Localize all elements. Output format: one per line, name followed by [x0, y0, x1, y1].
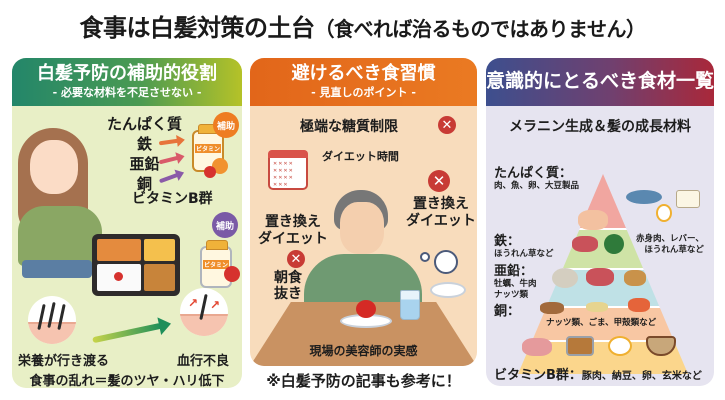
diet-disorder-note: 食事の乱れ＝髪のツヤ・ハリ低下 — [29, 374, 225, 388]
nutrient-list: たんぱく質 鉄 亜鉛 銅 — [107, 114, 182, 194]
water-glass-icon — [400, 290, 420, 320]
nourished-label: 栄養が行き渡る — [18, 354, 110, 369]
section-vitamin-b-desc: 豚肉、納豆、卵、玄米など — [581, 371, 702, 382]
bento-box-illustration — [92, 234, 180, 296]
section-copper-label: 銅： — [494, 304, 521, 319]
x-icon: ✕ — [287, 250, 305, 268]
spinach-icon — [604, 234, 624, 254]
panel-mid-title: 避けるべき食習慣 — [291, 63, 436, 84]
tofu-icon — [676, 190, 700, 208]
egg-icon — [656, 204, 672, 222]
section-iron-right: 赤身肉、レバー、 ほうれん草など — [636, 234, 704, 255]
poor-circulation-label: 血行不良 — [177, 354, 230, 369]
nutrient-iron: 鉄 — [137, 135, 153, 153]
nuts-icon — [624, 270, 646, 286]
panel-mid-subtitle: - 見直しのポイント - — [311, 86, 416, 99]
fruit-icon — [204, 166, 216, 178]
section-iron-desc: ほうれん草など — [494, 249, 554, 259]
shrimp-icon — [628, 298, 650, 312]
chicken-icon — [578, 210, 608, 230]
vitamin-b-label: ビタミンB群 — [132, 191, 213, 207]
extreme-carb-restriction-label: 極端な糖質制限 — [300, 119, 398, 135]
section-iron-label: 鉄： — [494, 234, 521, 249]
section-protein-desc: 肉、魚、卵、大豆製品 — [494, 181, 580, 191]
apple-icon — [356, 300, 376, 318]
section-copper: 銅： — [494, 300, 520, 319]
brown-rice-icon — [646, 336, 676, 356]
nutrient-copper: 銅 — [137, 175, 153, 193]
badge-supplement-orange: 補助 — [213, 112, 239, 138]
panel-left-subtitle: - 必要な材料を不足させない - — [52, 86, 202, 99]
transition-arrow-icon — [92, 322, 162, 344]
section-vitamin-b-label: ビタミンB群： — [494, 368, 582, 383]
section-vitamin-b: ビタミンB群：豚肉、納豆、卵、玄米など — [494, 364, 702, 383]
healthy-hair-icon — [28, 296, 76, 344]
panel-right-header: 意識的にとるべき食材一覧 — [486, 58, 714, 106]
section-copper-desc: ナッツ類、ごま、甲殻類など — [546, 318, 657, 328]
section-zinc-label: 亜鉛： — [494, 264, 534, 279]
skip-breakfast-label: 朝食 抜き — [274, 270, 302, 302]
section-iron: 鉄： ほうれん草など — [494, 230, 554, 260]
page-title: 食事は白髪対策の土台（食べれば治るものではありません） — [0, 8, 725, 43]
clock-icon — [420, 252, 430, 262]
diet-period-label: ダイエット時間 — [322, 150, 399, 163]
calendar-icon: ✕✕✕✕ ✕✕✕✕ ✕✕✕✕ ✕✕✕ — [268, 150, 308, 190]
replacement-diet-left: 置き換え ダイエット — [258, 214, 328, 247]
apple-icon — [224, 266, 240, 282]
x-icon: ✕ — [428, 170, 450, 192]
empty-plate-icon — [430, 282, 466, 298]
nutrient-zinc: 亜鉛 — [129, 155, 160, 173]
section-zinc: 亜鉛： 牡蠣、牛肉 ナッツ類 — [494, 260, 537, 301]
panel-habits-to-avoid: 避けるべき食習慣 - 見直しのポイント - 極端な糖質制限 ✕ ✕✕✕✕ ✕✕✕… — [250, 58, 477, 366]
poor-circulation-hair-icon: ↗ ↗ — [180, 288, 228, 336]
nutrient-protein: たんぱく質 — [107, 115, 183, 133]
hairdresser-experience-caption: 現場の美容師の実感 — [309, 344, 418, 358]
related-article-note: ※白髪予防の記事も参考に！ — [266, 372, 461, 390]
panel-mid-header: 避けるべき食習慣 - 見直しのポイント - — [250, 58, 477, 106]
melanin-subtitle: メラニン生成＆髪の成長材料 — [509, 119, 691, 135]
boiled-egg-icon — [608, 336, 632, 356]
title-sub: （食べれば治るものではありません） — [314, 17, 646, 41]
panel-left-title: 白髪予防の補助的役割 — [37, 63, 217, 84]
pork-icon — [522, 338, 552, 356]
fish-icon — [626, 190, 662, 204]
panel-left-header: 白髪予防の補助的役割 - 必要な材料を不足させない - — [12, 58, 242, 106]
panel-supplementary-role: 白髪予防の補助的役割 - 必要な材料を不足させない - たんぱく質 鉄 亜鉛 銅… — [12, 58, 242, 388]
almonds-icon — [540, 302, 564, 314]
panel-foods-list: 意識的にとるべき食材一覧 メラニン生成＆髪の成長材料 たんぱく質： 肉、魚、卵、… — [486, 58, 714, 386]
oyster-icon — [552, 268, 578, 288]
section-protein: たんぱく質： 肉、魚、卵、大豆製品 — [494, 162, 579, 192]
red-meat-icon — [572, 236, 598, 252]
badge-supplement-purple: 補助 — [212, 212, 238, 238]
sesame-icon — [586, 302, 608, 312]
panel-right-title: 意識的にとるべき食材一覧 — [486, 70, 714, 92]
x-icon: ✕ — [438, 116, 456, 134]
clock-icon — [434, 250, 458, 274]
title-main: 食事は白髪対策の土台 — [79, 14, 316, 42]
beef-icon — [586, 268, 614, 286]
replacement-diet-right: 置き換え ダイエット — [406, 196, 476, 229]
natto-icon — [566, 336, 594, 356]
section-protein-label: たんぱく質： — [494, 166, 573, 181]
fruit-icon — [212, 158, 228, 174]
